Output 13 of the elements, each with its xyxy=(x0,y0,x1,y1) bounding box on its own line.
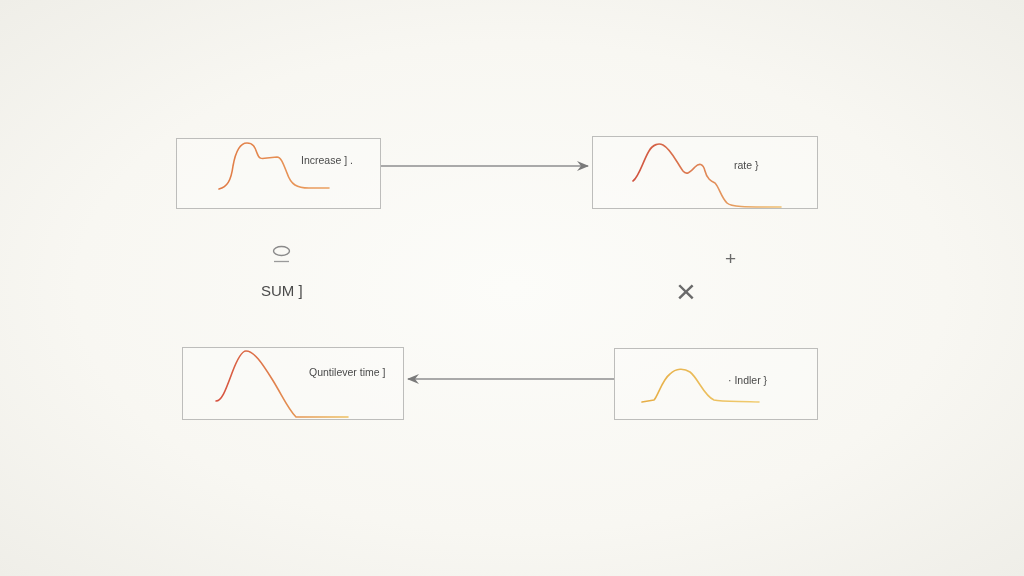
chart-box xyxy=(592,136,818,209)
math-sign: + xyxy=(725,249,737,268)
chart-box xyxy=(176,138,381,209)
arrow xyxy=(380,161,589,171)
box-label: · Indler } xyxy=(728,373,768,387)
chart-box xyxy=(614,348,818,420)
box-label: Increase ] . xyxy=(301,153,353,167)
chart-box xyxy=(182,347,404,420)
box-label: rate } xyxy=(734,158,759,172)
arrow xyxy=(407,374,615,384)
box-label: Quntilever time ] xyxy=(309,365,386,379)
math-sign: × xyxy=(676,274,696,308)
note-label: SUM ] xyxy=(261,283,303,298)
